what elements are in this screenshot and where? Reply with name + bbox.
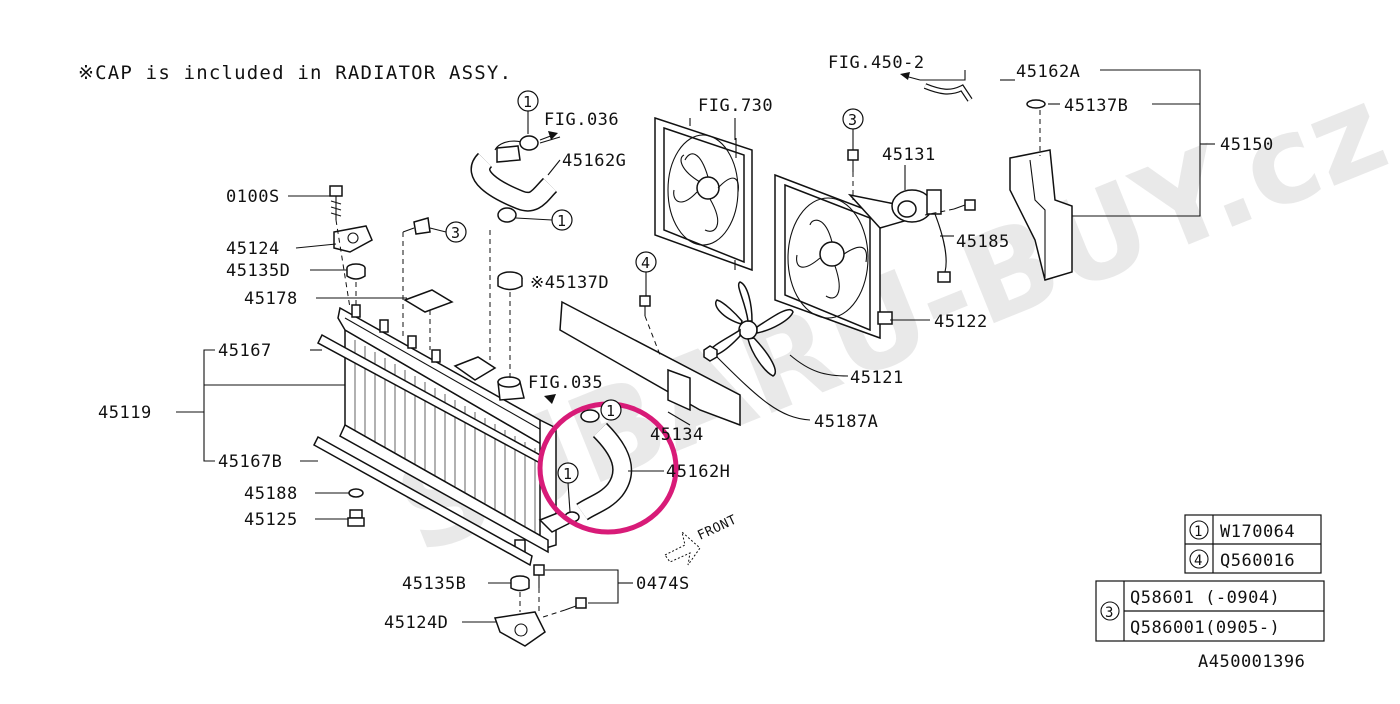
legend-table-3: 3 Q58601 (-0904) Q586001(0905-) <box>1095 580 1325 642</box>
label-45162G: 45162G <box>562 151 626 171</box>
cushion-45135B <box>510 575 530 592</box>
label-45178: 45178 <box>244 289 298 309</box>
label-45125: 45125 <box>244 510 298 530</box>
leader-lines <box>176 69 1215 623</box>
label-45162H: 45162H <box>666 462 730 482</box>
label-45131: 45131 <box>882 145 936 165</box>
label-45167: 45167 <box>218 341 272 361</box>
arrow-fig035 <box>544 394 556 404</box>
label-45121: 45121 <box>850 368 904 388</box>
label-45134: 45134 <box>650 425 704 445</box>
lower-hose-45162H <box>576 422 633 521</box>
svg-text:4: 4 <box>641 254 650 272</box>
label-45188: 45188 <box>244 484 298 504</box>
svg-text:3: 3 <box>848 111 857 129</box>
callout-3-fan: 3 <box>842 108 864 150</box>
clamp-upper-b <box>497 207 517 223</box>
bolt-45134 <box>639 295 651 316</box>
label-45167B: 45167B <box>218 452 282 472</box>
cap-45137D <box>497 271 523 291</box>
label-45137B: 45137B <box>1064 96 1128 116</box>
drain-45188 <box>348 488 364 498</box>
label-fig035: FIG.035 <box>528 373 603 393</box>
callout-1-upper-top: 1 <box>517 90 539 134</box>
label-45187A: 45187A <box>814 412 878 432</box>
label-45124: 45124 <box>226 239 280 259</box>
svg-text:3: 3 <box>451 224 460 242</box>
front-label: FRONT <box>695 512 739 543</box>
legend-callout-3: 3 <box>1105 605 1113 621</box>
upper-hose-45162G <box>470 140 558 212</box>
fan-motor-45131 <box>891 189 951 283</box>
svg-text:1: 1 <box>557 212 566 230</box>
arrow-fig450 <box>900 72 921 81</box>
diagram-id: A450001396 <box>1198 652 1305 672</box>
svg-text:1: 1 <box>563 465 572 483</box>
arrow-fig036 <box>539 131 558 141</box>
callout-1-lower-top: 1 <box>600 399 622 421</box>
callout-4: 4 <box>635 251 657 296</box>
nut-45187A <box>703 345 718 362</box>
bolt-upper <box>402 217 431 235</box>
cushion-45135D <box>346 263 366 280</box>
label-45162A: 45162A <box>1016 62 1080 82</box>
bracket-45124D <box>493 611 546 647</box>
legend-part-3b: Q586001(0905-) <box>1130 618 1280 638</box>
plug-45125 <box>347 509 365 527</box>
seal-45167B <box>313 435 533 567</box>
label-45122: 45122 <box>934 312 988 332</box>
bolt-45185 <box>953 199 976 211</box>
svg-text:1: 1 <box>523 93 532 111</box>
legend-callout-1: 1 <box>1194 524 1202 540</box>
label-plate-45178 <box>403 289 454 313</box>
svg-text:1: 1 <box>606 402 615 420</box>
label-45137D: ※45137D <box>530 273 609 293</box>
fig730-shroud <box>654 116 753 272</box>
legend-part-3a: Q58601 (-0904) <box>1130 588 1280 608</box>
fan-shroud-45122 <box>774 173 928 340</box>
label-0100S: 0100S <box>226 187 280 207</box>
legend-part-4: Q560016 <box>1220 551 1295 571</box>
label-fig450: FIG.450-2 <box>828 53 925 73</box>
callout-3-left: 3 <box>429 221 467 243</box>
bolt-0100S <box>329 185 343 220</box>
bolt-fan-top <box>847 149 859 172</box>
radiator <box>337 304 574 557</box>
label-45135B: 45135B <box>402 574 466 594</box>
label-fig036: FIG.036 <box>544 110 619 130</box>
clamp-lower-a <box>580 409 600 423</box>
bolt-0474S-a <box>533 564 545 588</box>
bracket-45134 <box>559 300 741 427</box>
overflow-hose-45162A <box>923 83 973 102</box>
label-45150: 45150 <box>1220 135 1274 155</box>
front-indicator: FRONT <box>664 512 739 566</box>
bracket-45124 <box>333 225 373 253</box>
callout-1-lower-bottom: 1 <box>557 462 579 513</box>
label-45185: 45185 <box>956 232 1010 252</box>
label-45135D: 45135D <box>226 261 290 281</box>
label-45119: 45119 <box>98 403 152 423</box>
callout-1-upper-bottom: 1 <box>515 209 573 231</box>
legend-table-1: 1 W170064 4 Q560016 <box>1184 514 1322 574</box>
label-45124D: 45124D <box>384 613 448 633</box>
legend-part-1: W170064 <box>1220 522 1295 542</box>
cap-note: ※CAP is included in RADIATOR ASSY. <box>78 62 512 84</box>
reservoir-45150 <box>1009 99 1073 281</box>
bolt-0474S-b <box>564 597 587 611</box>
guide-lines <box>335 110 1041 619</box>
legend-callout-4: 4 <box>1194 553 1202 569</box>
label-0474S: 0474S <box>636 574 690 594</box>
clamp-upper-a <box>519 135 539 151</box>
label-fig730: FIG.730 <box>698 96 773 116</box>
